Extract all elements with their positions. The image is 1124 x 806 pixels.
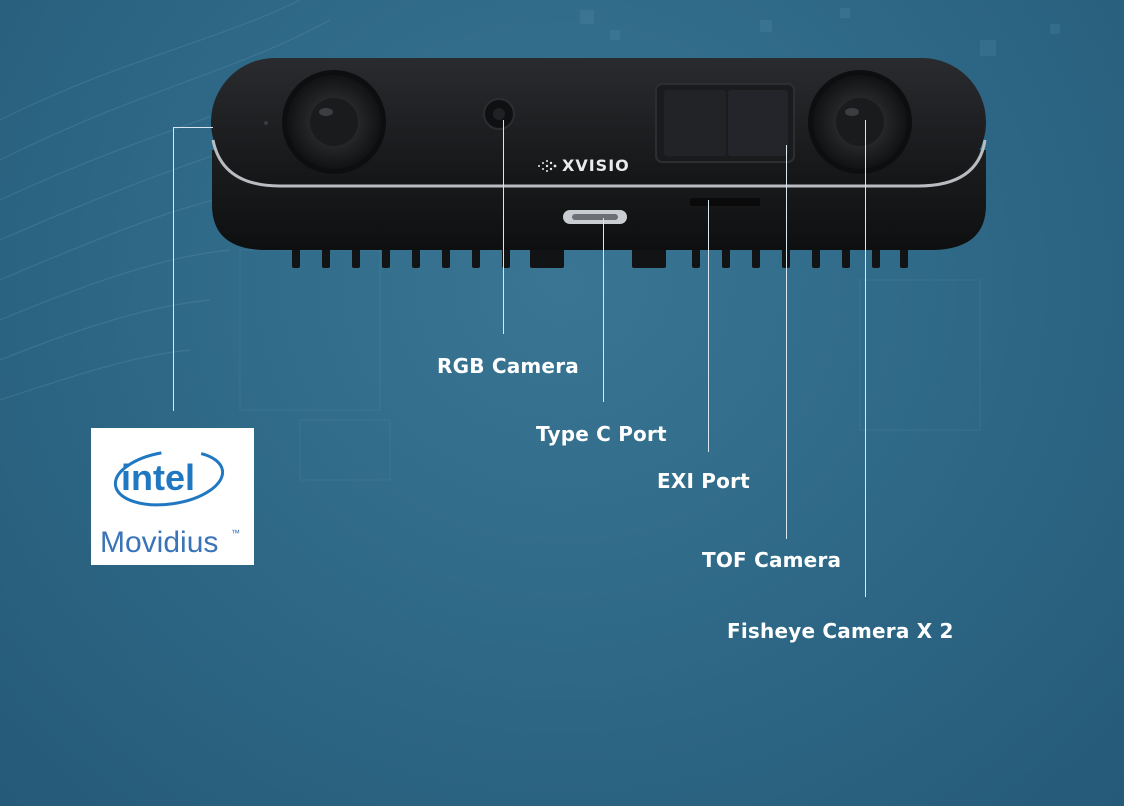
svg-text:Movidius: Movidius xyxy=(100,526,218,559)
type-c-port-label: Type C Port xyxy=(536,422,667,446)
movidius-leader-line xyxy=(173,127,174,411)
type-c-port-leader-line xyxy=(603,218,604,402)
rgb-camera-label: RGB Camera xyxy=(437,354,579,378)
tof-camera-leader-line xyxy=(786,145,787,539)
fisheye-camera-leader-line xyxy=(865,120,866,597)
svg-text:™: ™ xyxy=(231,528,240,538)
svg-text:intel: intel xyxy=(121,457,195,498)
device-brand-wordmark: XVISIO xyxy=(562,156,630,175)
fisheye-camera-label: Fisheye Camera X 2 xyxy=(727,619,954,643)
exi-port-label: EXI Port xyxy=(657,469,750,493)
wordmark-dots-icon xyxy=(536,158,560,172)
tof-camera-label: TOF Camera xyxy=(702,548,842,572)
movidius-leader-tick xyxy=(173,127,213,128)
intel-movidius-logo: intel Movidius ™ xyxy=(91,428,254,565)
exi-port-leader-line xyxy=(708,200,709,452)
rgb-camera-leader-line xyxy=(503,120,504,334)
